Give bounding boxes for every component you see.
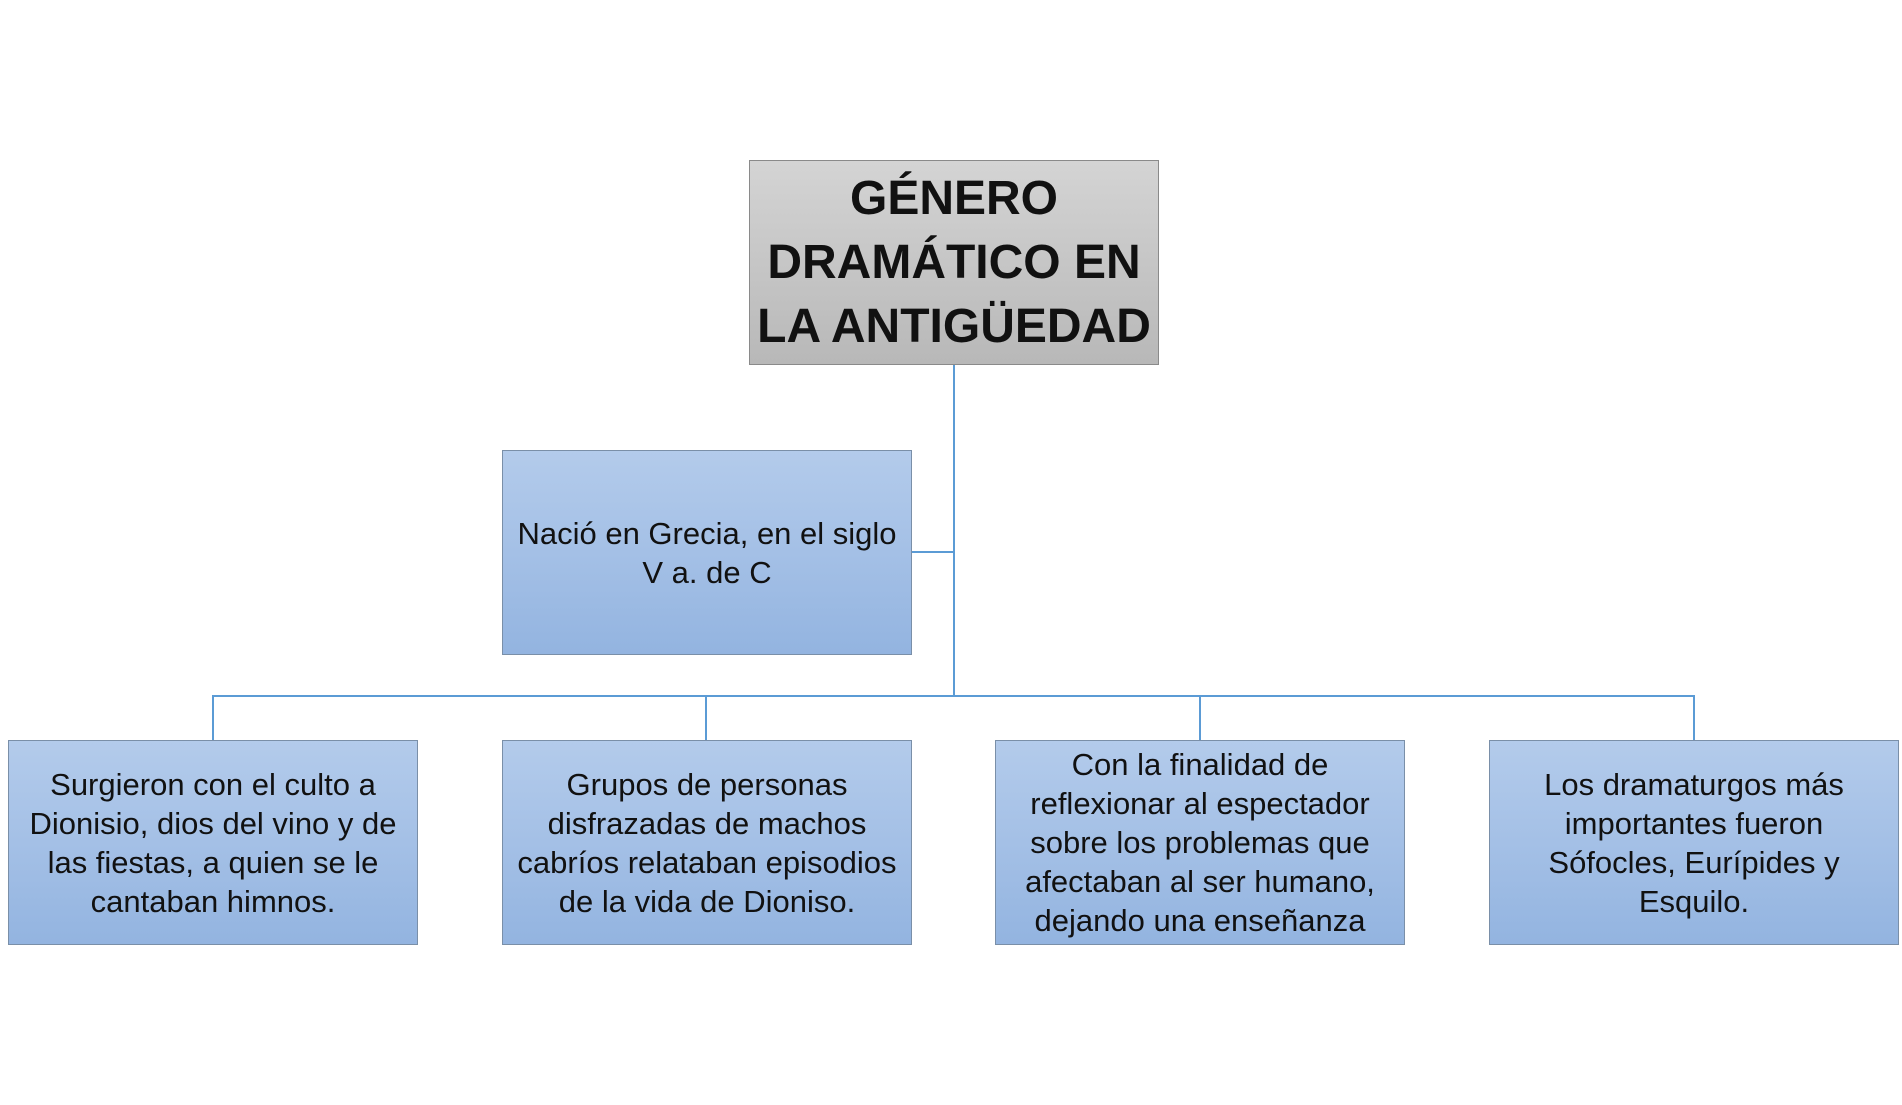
child-node-4: Los dramaturgos más importantes fueron S… xyxy=(1489,740,1899,945)
child-text-1: Surgieron con el culto a Dionisio, dios … xyxy=(29,766,397,919)
child-text-2: Grupos de personas disfrazadas de machos… xyxy=(517,766,897,919)
connector-child-1 xyxy=(212,695,214,740)
child-text-4: Los dramaturgos más importantes fueron S… xyxy=(1544,766,1844,919)
assistant-node: Nació en Grecia, en el siglo V a. de C xyxy=(502,450,912,655)
child-node-2: Grupos de personas disfrazadas de machos… xyxy=(502,740,912,945)
connector-assistant xyxy=(912,551,955,553)
connector-child-2 xyxy=(705,695,707,740)
connector-root-vertical xyxy=(953,365,955,696)
root-node: GÉNERO DRAMÁTICO EN LA ANTIGÜEDAD xyxy=(749,160,1159,365)
child-text-3: Con la finalidad de reflexionar al espec… xyxy=(1025,747,1375,938)
root-title: GÉNERO DRAMÁTICO EN LA ANTIGÜEDAD xyxy=(757,171,1151,353)
child-node-1: Surgieron con el culto a Dionisio, dios … xyxy=(8,740,418,945)
connector-child-3 xyxy=(1199,695,1201,740)
connector-horizontal-bus xyxy=(212,695,1695,697)
connector-child-4 xyxy=(1693,695,1695,740)
assistant-text: Nació en Grecia, en el siglo V a. de C xyxy=(517,515,897,590)
child-node-3: Con la finalidad de reflexionar al espec… xyxy=(995,740,1405,945)
